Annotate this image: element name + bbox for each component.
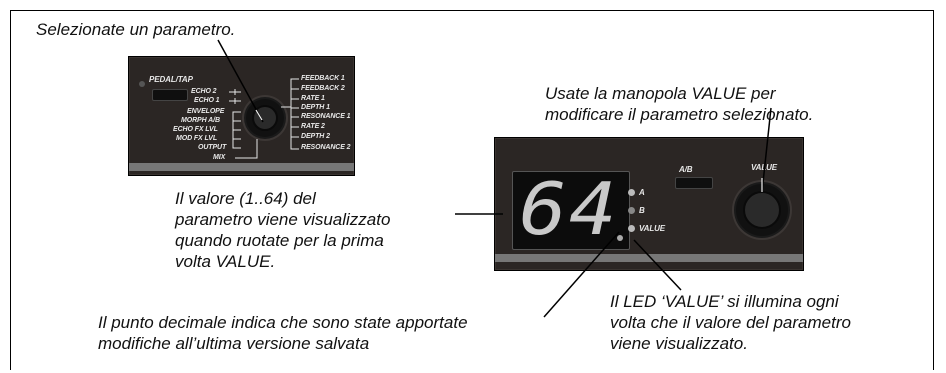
param-resonance-1: RESONANCE 1 [301, 113, 351, 120]
param-mix: MIX [213, 154, 226, 161]
pedal-tap-label: PEDAL/TAP [149, 75, 193, 84]
led-value [628, 225, 635, 232]
parameter-select-panel: PEDAL/TAP ECHO 2 ECHO 1 ENVELOPE MORPH A… [128, 56, 355, 176]
caption-value-led: Il LED ‘VALUE’ si illumina ogni volta ch… [610, 292, 851, 353]
led-b-label: B [639, 206, 645, 215]
decimal-point-led [617, 235, 623, 241]
param-echo-1: ECHO 1 [194, 97, 220, 104]
led-display-window [512, 171, 630, 250]
led-display-digits: 64 [519, 167, 619, 251]
panel-trim-strip [129, 163, 354, 171]
param-resonance-2: RESONANCE 2 [301, 144, 351, 151]
value-display-panel: 64 A B VALUE A/B VALUE [494, 137, 804, 271]
caption-value-displayed: Il valore (1..64) del parametro viene vi… [175, 189, 391, 271]
panel-trim-strip [495, 254, 803, 262]
param-echo-fx-lvl: ECHO FX LVL [173, 126, 218, 133]
param-rate-2: RATE 2 [301, 123, 325, 130]
caption-value-knob: Usate la manopola VALUE per modificare i… [545, 84, 814, 124]
pedal-tap-button[interactable] [152, 89, 188, 101]
param-echo-2: ECHO 2 [191, 88, 217, 95]
caption-decimal-point: Il punto decimale indica che sono state … [98, 313, 468, 353]
ab-button-label: A/B [679, 165, 693, 174]
param-depth-2: DEPTH 2 [301, 133, 330, 140]
parameter-select-knob[interactable] [246, 99, 284, 137]
param-envelope: ENVELOPE [187, 108, 225, 115]
param-output: OUTPUT [198, 144, 227, 151]
led-b [628, 207, 635, 214]
param-mod-fx-lvl: MOD FX LVL [176, 135, 218, 142]
parameter-bracket-lines [229, 78, 299, 159]
led-value-label: VALUE [639, 224, 666, 233]
led-a-label: A [639, 188, 645, 197]
caption-select-parameter: Selezionate un parametro. [36, 20, 236, 39]
param-feedback-2: FEEDBACK 2 [301, 85, 345, 92]
diagram-frame [10, 10, 934, 370]
value-knob[interactable] [736, 184, 788, 236]
param-feedback-1: FEEDBACK 1 [301, 75, 345, 82]
param-morph-ab: MORPH A/B [181, 117, 220, 124]
led-a [628, 189, 635, 196]
pedal-tap-led [139, 81, 145, 87]
param-rate-1: RATE 1 [301, 95, 325, 102]
param-depth-1: DEPTH 1 [301, 104, 330, 111]
ab-button[interactable] [675, 177, 713, 189]
